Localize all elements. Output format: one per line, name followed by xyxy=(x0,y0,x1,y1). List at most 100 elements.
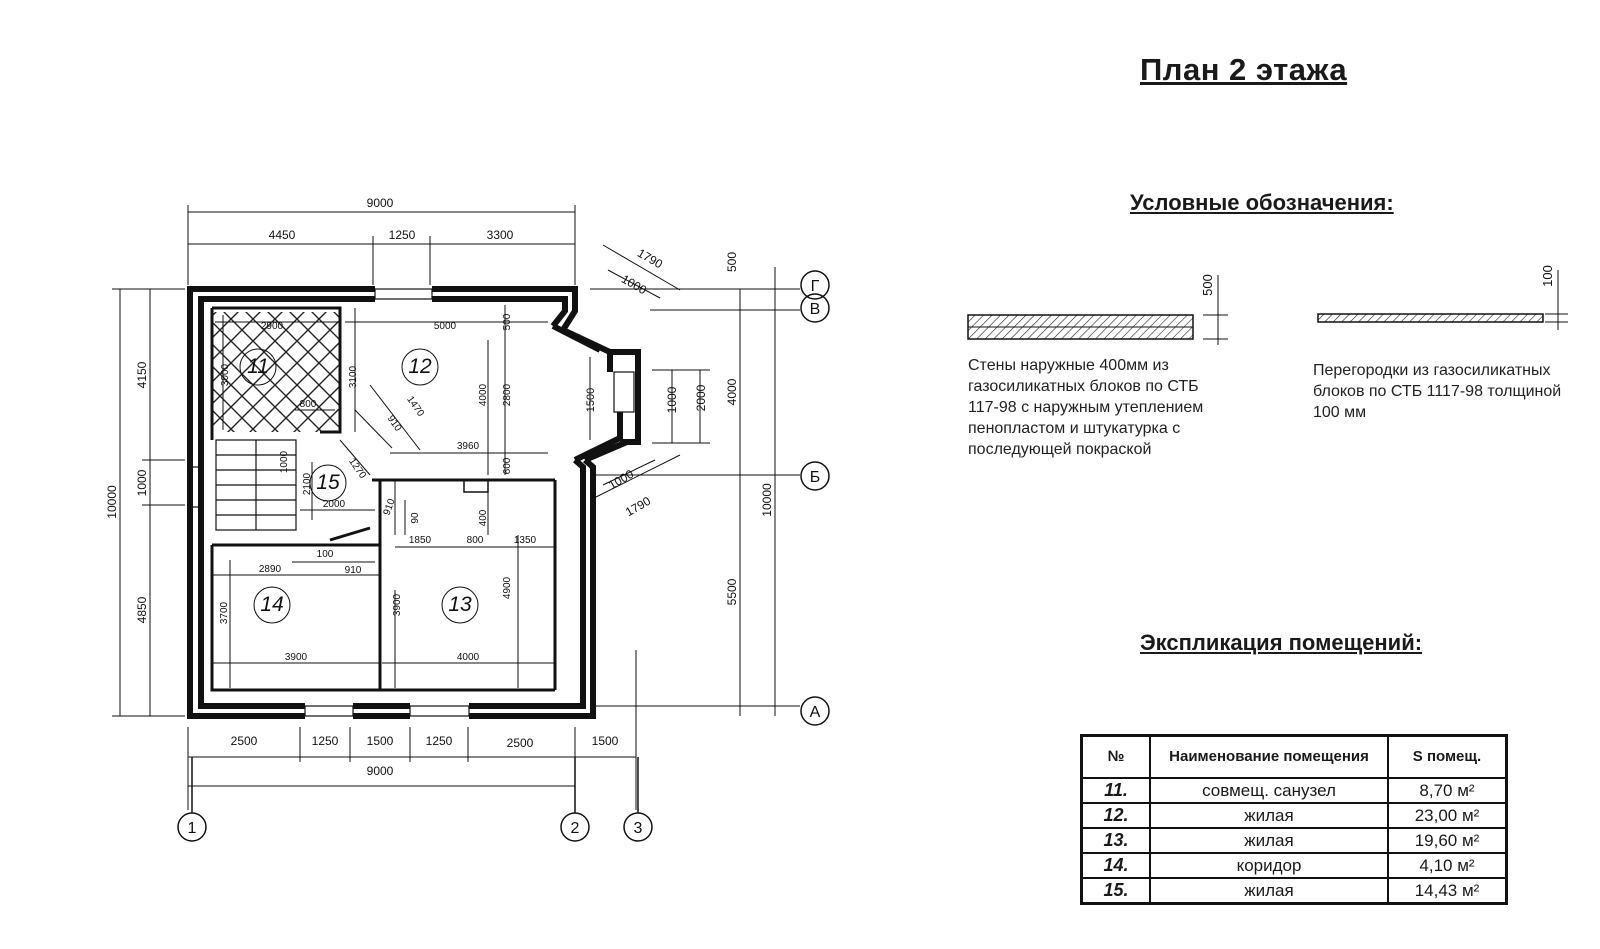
stairs xyxy=(215,439,297,531)
dim-bay-1000-bot: 1000 xyxy=(606,467,636,493)
dim-c-100: 100 xyxy=(317,549,334,560)
windows xyxy=(189,288,635,717)
legend-wall-sample xyxy=(967,275,1228,345)
dim-left-top: 4150 xyxy=(135,361,149,388)
room-name: коридор xyxy=(1149,852,1389,879)
legend-partition-dim: 100 xyxy=(1540,265,1555,287)
dim-r14-width: 2890 xyxy=(259,564,282,575)
room-number: 15. xyxy=(1080,877,1151,905)
dim-r13-width: 4000 xyxy=(457,652,480,663)
dim-r11-door: 800 xyxy=(300,399,317,410)
legend-wall-description: Стены наружные 400мм из газосиликатных б… xyxy=(968,357,1204,458)
dim-right-total: 10000 xyxy=(760,483,774,517)
dim-bottom-1: 2500 xyxy=(231,734,258,748)
dim-right-bot: 5500 xyxy=(725,578,739,605)
table-row: 12. жилая 23,00 м² xyxy=(1080,802,1508,829)
page-title: План 2 этажа xyxy=(1140,52,1348,87)
dimension-lines xyxy=(112,205,800,810)
col-name-header: Наименование помещения xyxy=(1149,734,1389,779)
dim-left-mid: 1000 xyxy=(135,469,149,496)
col-num-header: № xyxy=(1080,734,1151,779)
dim-r14-bottom: 3900 xyxy=(285,652,308,663)
dim-r14-height: 3700 xyxy=(219,601,230,624)
dim-bay-1790-top: 1790 xyxy=(635,246,665,272)
room-area: 4,10 м² xyxy=(1387,852,1508,879)
dim-stair-2100: 2100 xyxy=(302,472,313,495)
dim-bay-2000: 2000 xyxy=(694,384,708,411)
room-name: жилая xyxy=(1149,827,1389,854)
room-area: 14,43 м² xyxy=(1387,877,1508,905)
axis-2-label: 2 xyxy=(571,820,580,837)
room-15-label: 15 xyxy=(316,471,340,494)
dim-bottom-3: 1500 xyxy=(367,734,394,748)
room-number: 14. xyxy=(1080,852,1151,879)
axis-1-label: 1 xyxy=(188,820,197,837)
room-14-label: 14 xyxy=(260,593,283,616)
dim-top-1: 4450 xyxy=(269,228,296,242)
col-area-header: S помещ. xyxy=(1387,734,1508,779)
dim-c-910b: 910 xyxy=(345,565,362,576)
dim-stair-2000: 2000 xyxy=(323,499,346,510)
room-number: 13. xyxy=(1080,827,1151,854)
dim-r15-1270: 1270 xyxy=(346,456,368,481)
sink xyxy=(463,479,489,493)
dim-bottom-2: 1250 xyxy=(312,734,339,748)
axis-b-label: Б xyxy=(810,469,821,486)
axis-a-label: А xyxy=(810,704,821,721)
dim-top-total: 9000 xyxy=(367,196,394,210)
dim-c-90: 90 xyxy=(410,512,421,524)
dim-r11-height: 3000 xyxy=(220,363,231,386)
dim-bottom-5: 2500 xyxy=(507,736,534,750)
dim-c-1350: 1350 xyxy=(514,535,537,546)
dim-right-top: 500 xyxy=(725,252,739,272)
room-area: 23,00 м² xyxy=(1387,802,1508,829)
dim-top-3: 3300 xyxy=(487,228,514,242)
dim-c-1850: 1850 xyxy=(409,535,432,546)
dim-r12-diag: 1470 xyxy=(404,394,426,419)
dim-r12-3100: 3100 xyxy=(348,365,359,388)
table-row: 15. жилая 14,43 м² xyxy=(1080,877,1508,905)
dim-bay-1500: 1500 xyxy=(585,388,597,412)
dim-r12-600: 600 xyxy=(502,457,513,474)
dim-right-mid: 4000 xyxy=(725,378,739,405)
dim-r12-width: 5000 xyxy=(434,321,457,332)
legend-wall-dim: 500 xyxy=(1200,274,1215,296)
legend-partition-description: Перегородки из газосиликатных блоков по … xyxy=(1313,362,1562,421)
room-name: совмещ. санузел xyxy=(1149,777,1389,804)
room-11-label: 11 xyxy=(247,355,269,378)
legend-title: Условные обозначения: xyxy=(1130,190,1394,215)
table-row: 14. коридор 4,10 м² xyxy=(1080,852,1508,879)
room-number: 11. xyxy=(1080,777,1151,804)
dim-left-bot: 4850 xyxy=(135,596,149,623)
dim-r12-2800: 2800 xyxy=(502,383,513,406)
dim-r11-width: 2900 xyxy=(261,321,284,332)
room-area: 19,60 м² xyxy=(1387,827,1508,854)
dim-bay-1790-bot: 1790 xyxy=(623,494,653,520)
table-row: 11. совмещ. санузел 8,70 м² xyxy=(1080,777,1508,804)
dim-bottom-6: 1500 xyxy=(592,734,619,748)
dim-r13-height: 3900 xyxy=(392,593,403,616)
explication-table: № Наименование помещения S помещ. 11. со… xyxy=(1080,734,1508,905)
dim-r12-4000: 4000 xyxy=(478,383,489,406)
dim-stair-1000: 1000 xyxy=(279,450,290,473)
room-name: жилая xyxy=(1149,802,1389,829)
room-12-label: 12 xyxy=(408,355,432,378)
dim-c-400: 400 xyxy=(478,509,489,526)
dim-left-total: 10000 xyxy=(105,485,119,519)
dim-top-2: 1250 xyxy=(389,228,416,242)
room-number: 12. xyxy=(1080,802,1151,829)
axis-bubbles xyxy=(177,270,830,842)
dim-bottom-total: 9000 xyxy=(367,764,394,778)
axis-v-label: В xyxy=(810,301,821,318)
table-row: 13. жилая 19,60 м² xyxy=(1080,827,1508,854)
room-name: жилая xyxy=(1149,877,1389,905)
room-13-label: 13 xyxy=(448,593,472,616)
bathroom-tile-area xyxy=(213,312,339,432)
dim-c-800: 800 xyxy=(467,535,484,546)
dim-r12-3960: 3960 xyxy=(457,441,480,452)
axis-g-label: Г xyxy=(811,278,820,295)
dim-bay-1000-top: 1000 xyxy=(619,272,649,298)
axis-3-label: 3 xyxy=(634,820,643,837)
explication-title: Экспликация помещений: xyxy=(1140,630,1423,655)
